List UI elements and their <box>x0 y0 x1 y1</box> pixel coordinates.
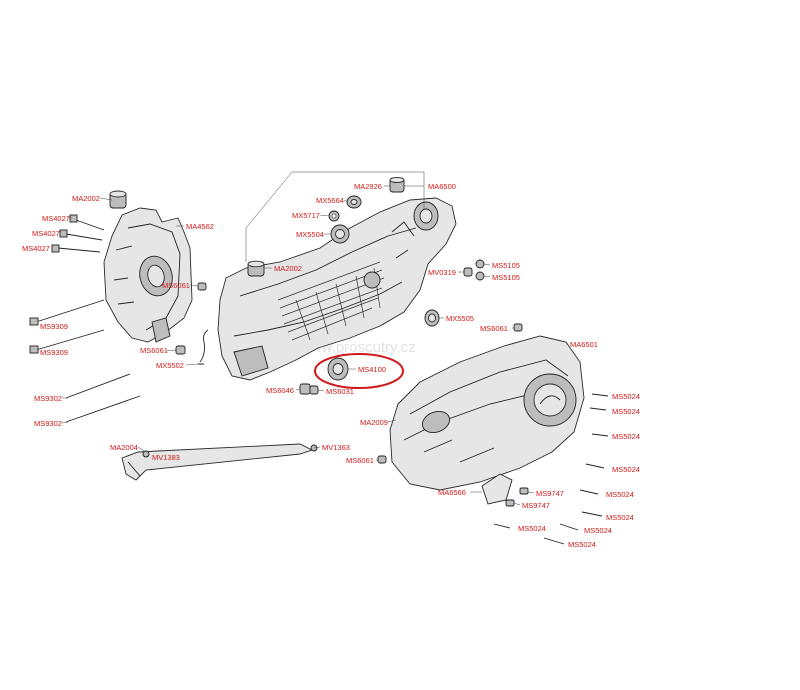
label-ms5024-e: MS5024 <box>606 490 634 499</box>
label-mv1363: MV1363 <box>322 443 350 452</box>
bracket-ma6566 <box>481 473 513 505</box>
label-ms9747-b: MS9747 <box>522 501 550 510</box>
clip-mx5502 <box>198 329 209 365</box>
main-crankcase-half <box>217 197 457 381</box>
bolt-ms6046 <box>299 383 311 395</box>
label-mx5505: MX5505 <box>446 314 474 323</box>
bolt-ms5024-h <box>493 523 511 529</box>
left-crankcase-half <box>103 207 193 343</box>
label-ms5024-i: MS5024 <box>568 540 596 549</box>
label-ms9747-a: MS9747 <box>536 489 564 498</box>
label-ma6501: MA6501 <box>570 340 598 349</box>
bolt-ms5105-a <box>475 259 485 269</box>
label-ms5024-d: MS5024 <box>612 465 640 474</box>
bolt-mv1383 <box>142 450 150 458</box>
bolt-ms5024-c <box>591 433 609 437</box>
label-ma2009: MA2009 <box>360 418 388 427</box>
label-ms5024-c: MS5024 <box>612 432 640 441</box>
seal-ms4100 <box>327 357 349 381</box>
stud-ms9309-b <box>29 329 105 354</box>
label-ms4100: MS4100 <box>358 365 386 374</box>
bracket-line <box>245 171 425 262</box>
label-ms4027-a: MS4027 <box>42 214 70 223</box>
bolt-ms5024-i <box>543 537 565 545</box>
bushing-ma2002-left <box>109 190 127 209</box>
screw-ms9747-b <box>505 499 515 507</box>
leader-lines <box>61 185 568 506</box>
label-ms5024-g: MS5024 <box>584 526 612 535</box>
label-ms6031: MS6031 <box>326 387 354 396</box>
variator-cover <box>389 335 585 491</box>
bolt-ms5024-d <box>585 463 605 469</box>
seal-mx5505 <box>424 309 440 327</box>
label-ms4027-b: MS4027 <box>32 229 60 238</box>
kick-lever-ma2004 <box>121 443 314 481</box>
label-ms4027-c: MS4027 <box>22 244 50 253</box>
bolt-ms5024-e <box>579 489 599 495</box>
label-ma2002-a: MA2002 <box>72 194 100 203</box>
ring-mx5717 <box>328 210 340 222</box>
bolt-ms5105-b <box>475 271 485 281</box>
stud-ms9309-a <box>29 299 105 326</box>
dowel-ms6061-a <box>197 282 207 291</box>
bolt-ms5024-g <box>559 523 579 531</box>
label-ma2004: MA2004 <box>110 443 138 452</box>
label-ma6566: MA6566 <box>438 488 466 497</box>
label-mv1383-a: MV1383 <box>152 453 180 462</box>
part-labels: MA2002 MS4027 MS4027 MS4027 MA4562 MS606… <box>22 182 640 549</box>
screw-ms9747-a <box>519 487 529 495</box>
dowel-ms6061-b <box>175 345 186 355</box>
label-ms6061-c: MS6061 <box>480 324 508 333</box>
bushing-ma2002-center <box>247 260 265 277</box>
label-mx5664: MX5664 <box>316 196 344 205</box>
bolt-ms5024-f <box>581 511 603 517</box>
label-ms5105-a: MS5105 <box>492 261 520 270</box>
label-mv0319: MV0319 <box>428 268 456 277</box>
dowel-ms6061-c <box>513 323 523 332</box>
label-mx5504: MX5504 <box>296 230 324 239</box>
label-mx5502: MX5502 <box>156 361 184 370</box>
highlight-circle <box>314 353 404 389</box>
label-mx5717: MX5717 <box>292 211 320 220</box>
bolt-ms4027-a <box>69 214 105 231</box>
label-ms9302-b: MS9302 <box>34 419 62 428</box>
label-ms6061-b: MS6061 <box>140 346 168 355</box>
label-ms6046: MS6046 <box>266 386 294 395</box>
label-ma4562: MA4562 <box>186 222 214 231</box>
stud-ms9302-b <box>65 395 141 423</box>
seal-mx5664 <box>346 195 362 209</box>
bushing-ma2926 <box>389 177 405 193</box>
label-ms9302-a: MS9302 <box>34 394 62 403</box>
bolt-ms5024-a <box>591 393 609 397</box>
stud-ms9302-a <box>65 373 131 399</box>
label-ms5024-h: MS5024 <box>518 524 546 533</box>
label-ms6061-a: MS6061 <box>162 281 190 290</box>
label-ms5024-b: MS5024 <box>612 407 640 416</box>
bolt-ms6031 <box>309 385 319 395</box>
label-ms9309-b: MS9309 <box>40 348 68 357</box>
bearing-mx5504 <box>330 224 350 244</box>
label-ms6061-d: MS6061 <box>346 456 374 465</box>
label-ma2002-b: MA2002 <box>274 264 302 273</box>
label-ms5105-b: MS5105 <box>492 273 520 282</box>
label-ma2926: MA2926 <box>354 182 382 191</box>
plug-mv0319 <box>463 267 473 277</box>
bolt-ms5024-b <box>589 407 607 411</box>
bolt-ms4027-c <box>51 244 101 253</box>
label-ma6500: MA6500 <box>428 182 456 191</box>
label-ms5024-f: MS5024 <box>606 513 634 522</box>
bolt-ms4027-b <box>59 229 103 241</box>
label-ms9309-a: MS9309 <box>40 322 68 331</box>
dowel-ms6061-d <box>377 455 387 464</box>
label-ms5024-a: MS5024 <box>612 392 640 401</box>
